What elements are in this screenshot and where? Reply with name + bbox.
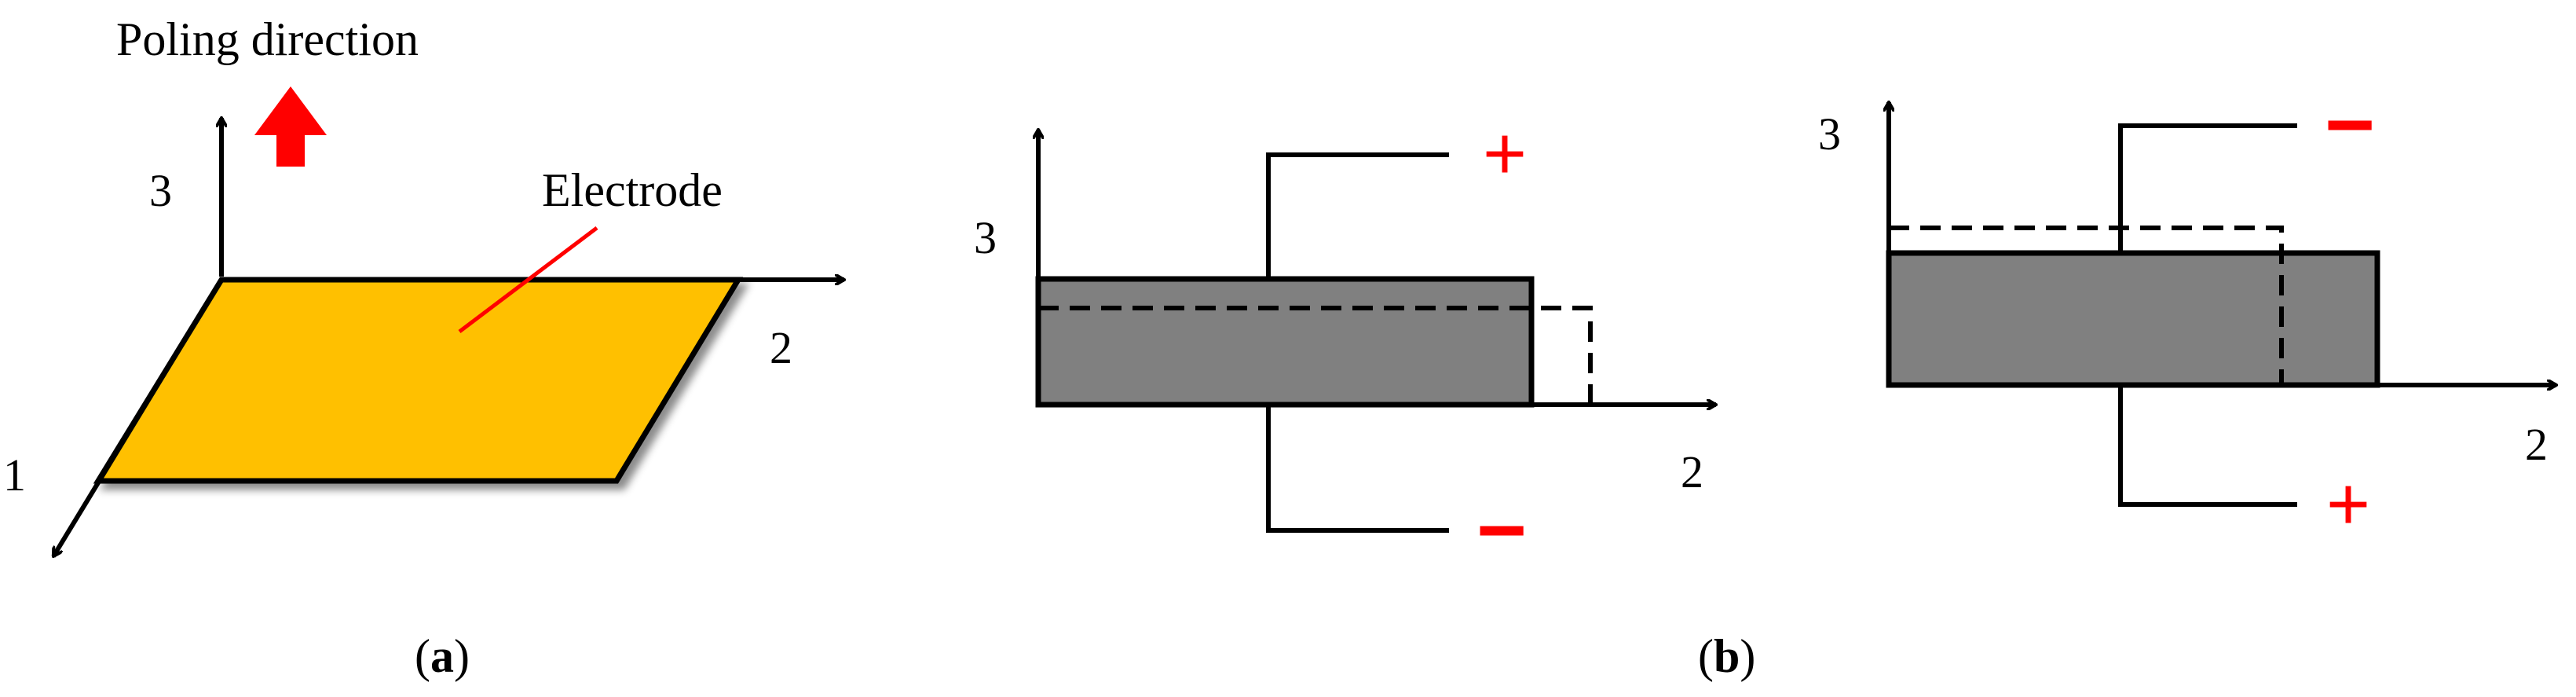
panel-a: Poling direction 3 2 1 Electrode (a) (3, 13, 844, 682)
panel-b-left: 3 2 + − (974, 112, 1716, 578)
axis-1-label: 1 (3, 449, 26, 501)
top-wire-left (1266, 152, 1449, 279)
poling-direction-label: Poling direction (116, 13, 419, 65)
bottom-sign-left: − (1476, 482, 1527, 578)
axis-2-label-right: 2 (2525, 419, 2548, 470)
electrode-label: Electrode (542, 164, 723, 216)
top-sign-right: − (2325, 76, 2375, 173)
deformed-outline-left (1038, 306, 1593, 405)
caption-a: (a) (415, 630, 470, 682)
bottom-wire-right (2118, 385, 2297, 507)
axis-3-label-right: 3 (1818, 108, 1841, 160)
electrode-plate (93, 277, 744, 484)
piezo-body-right (1886, 250, 2380, 388)
axis-3-label-left: 3 (974, 212, 997, 263)
axis-2-label: 2 (770, 322, 792, 373)
bottom-sign-right: + (2326, 462, 2370, 546)
axis-2-label-left: 2 (1681, 446, 1703, 497)
axis-3-label: 3 (149, 165, 172, 216)
caption-b: (b) (1698, 630, 1755, 682)
deformed-outline-right (1889, 226, 2284, 385)
piezo-body-left (1035, 276, 1535, 408)
top-sign-left: + (1483, 112, 1527, 196)
panel-b-right: 3 2 − + (1818, 76, 2556, 546)
axis-1-line (51, 278, 224, 556)
top-wire-right (2118, 123, 2297, 253)
bottom-wire-left (1266, 405, 1449, 533)
poling-arrow-icon (254, 86, 327, 167)
electrode-leader-line (458, 226, 598, 333)
